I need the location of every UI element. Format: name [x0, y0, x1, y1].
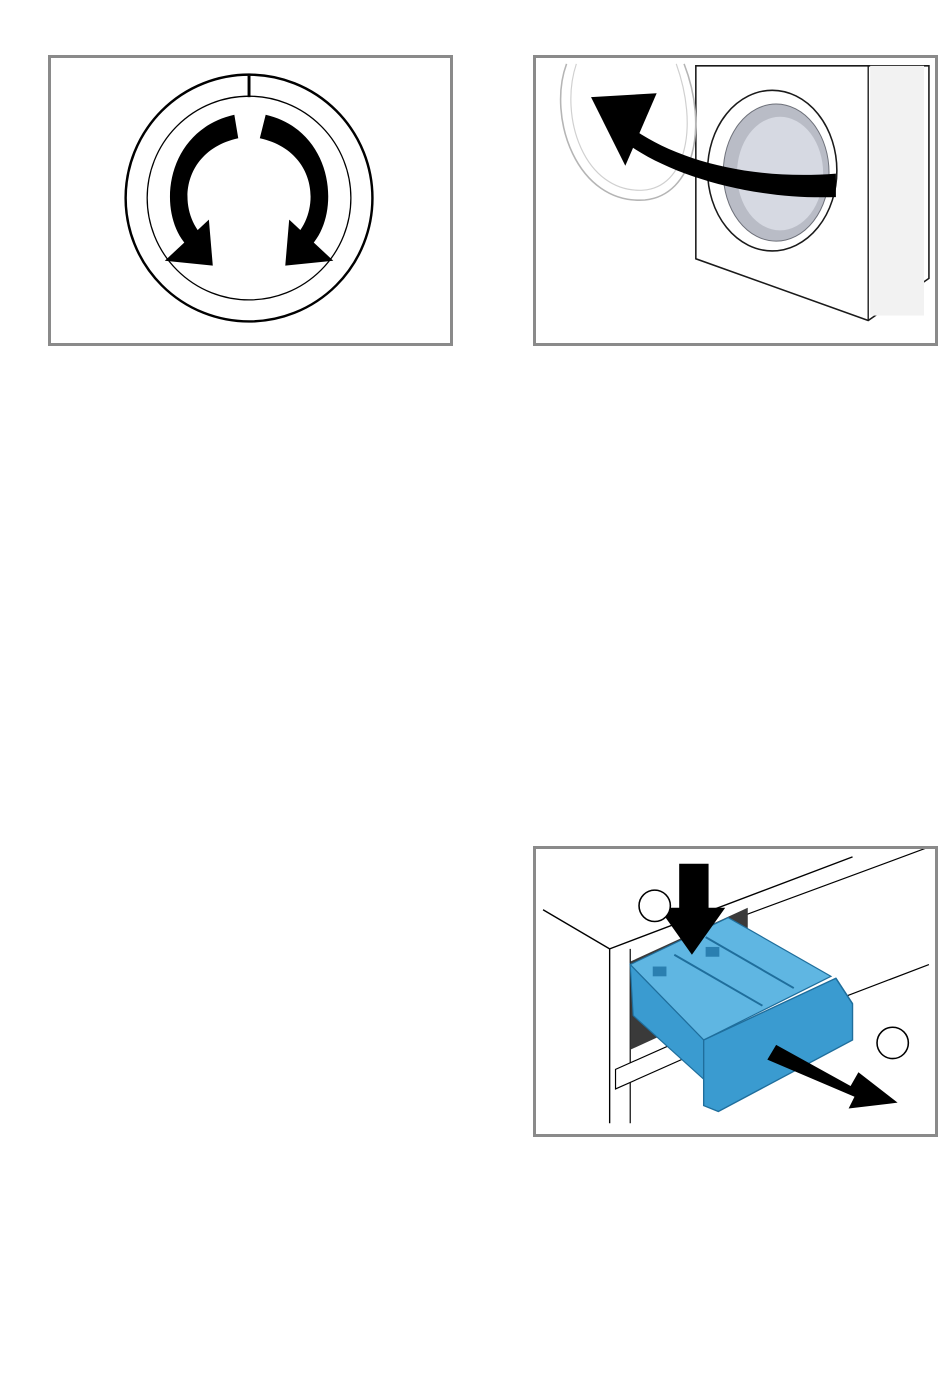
door-illustration [536, 58, 935, 343]
door-open-figure [533, 55, 938, 346]
dial-illustration [51, 58, 450, 343]
pull-out-arrow-icon [767, 1045, 897, 1109]
machine-side [870, 66, 924, 316]
dial-rotation-figure [48, 55, 453, 346]
drawer-insert-right [706, 947, 720, 957]
panel-line-top [733, 849, 929, 920]
drawer-removal-figure [533, 846, 938, 1137]
step-1-marker [639, 890, 670, 921]
step-2-marker [877, 1027, 908, 1058]
drawer-illustration [536, 849, 935, 1134]
machine-top-edge [543, 910, 610, 949]
drawer-insert-left [653, 967, 667, 977]
